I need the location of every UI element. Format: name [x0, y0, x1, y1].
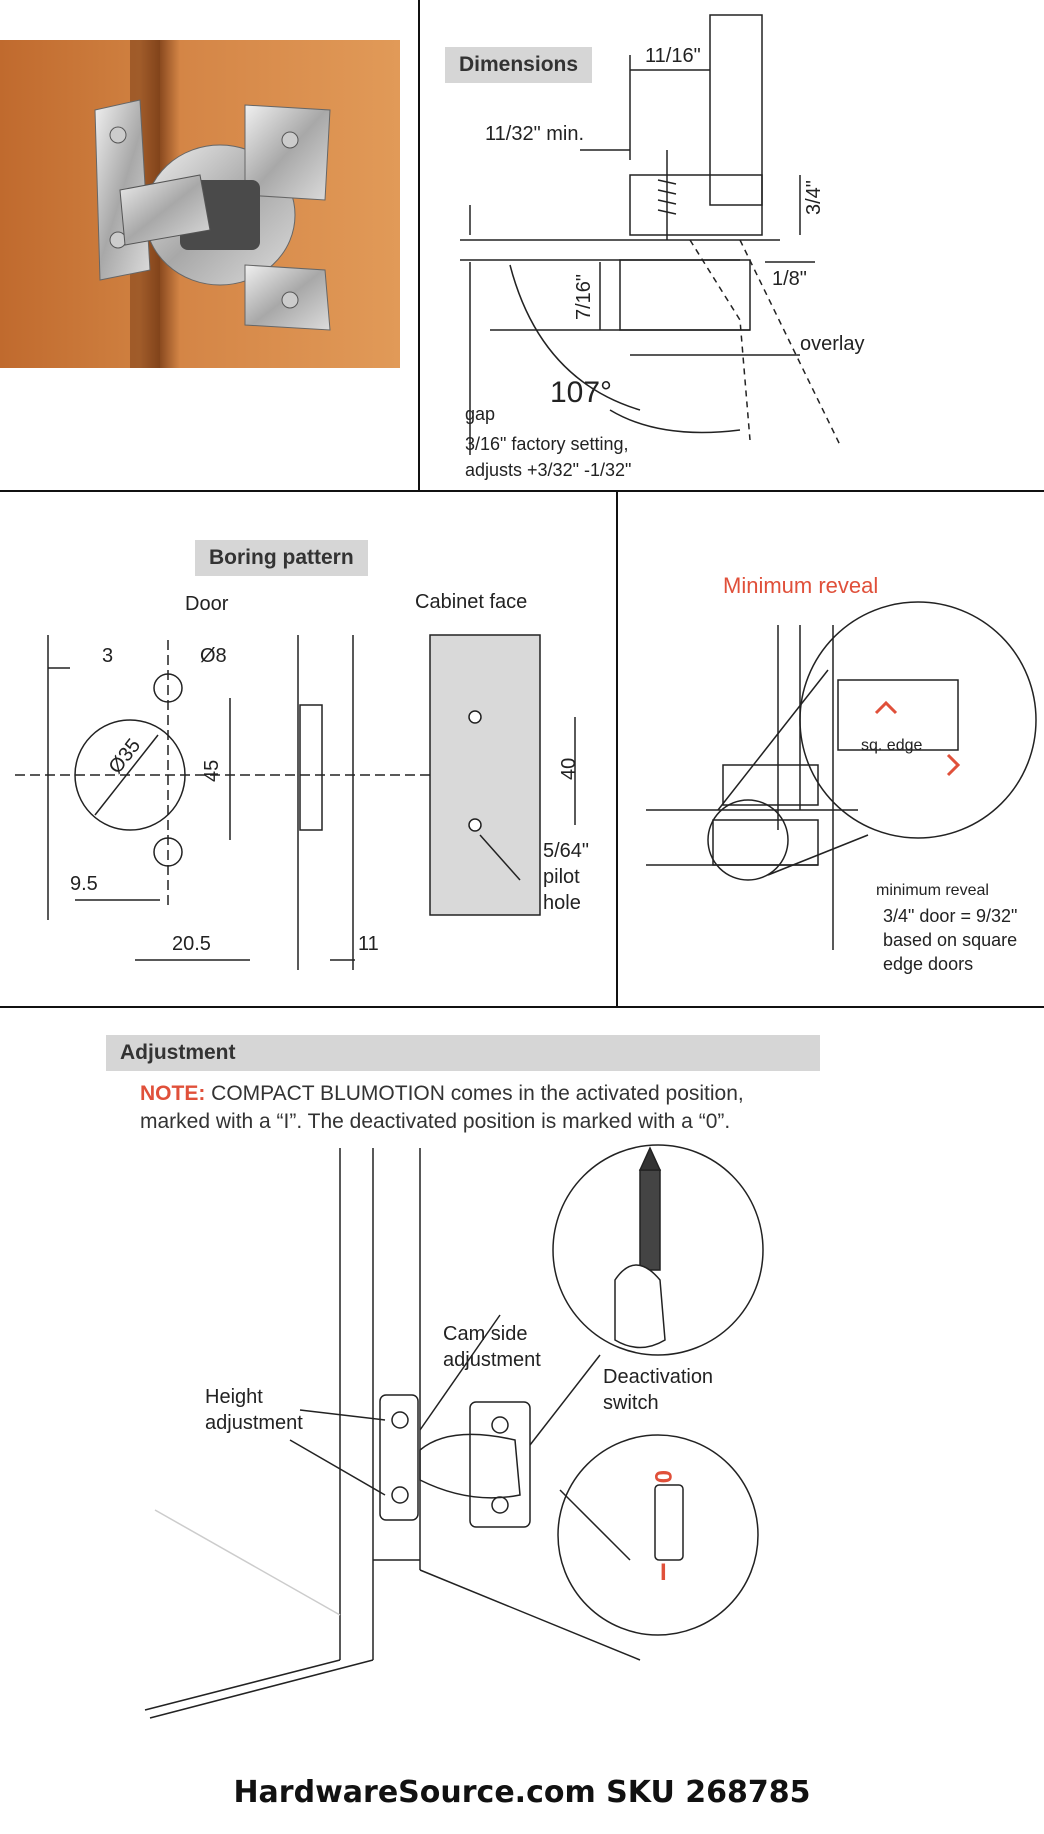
- gap-label: gap: [465, 404, 495, 424]
- dim-1-8: 1/8": [772, 268, 807, 290]
- reveal-title: Minimum reveal: [723, 573, 878, 598]
- note-prefix: NOTE:: [140, 1082, 206, 1105]
- deact-line1: Deactivation: [603, 1366, 713, 1388]
- footer-sku: HardwareSource.com SKU 268785: [233, 1775, 811, 1810]
- dim-angle: 107°: [550, 376, 612, 409]
- min-reveal-label: minimum reveal: [876, 882, 989, 899]
- adjustment-note: NOTE: COMPACT BLUMOTION comes in the act…: [140, 1080, 744, 1136]
- pilot-line2: pilot: [543, 866, 580, 888]
- deact-line2: switch: [603, 1392, 659, 1414]
- divider-top-vertical: [418, 0, 420, 490]
- dim-d35: Ø35: [105, 735, 146, 778]
- cabinet-label: Cabinet face: [415, 591, 527, 613]
- dim-7-16: 7/16": [573, 274, 595, 320]
- dim-3-4: 3/4": [803, 180, 825, 215]
- height-line1: Height: [205, 1386, 263, 1408]
- mark-one: I: [660, 1559, 667, 1586]
- dim-40: 40: [558, 758, 580, 780]
- adjustment-diagram: Cam side adjustment Height adjustment De…: [144, 1144, 764, 1719]
- door-label: Door: [185, 593, 229, 615]
- pilot-line1: 5/64": [543, 840, 589, 862]
- pilot-line3: hole: [543, 892, 581, 914]
- boring-diagram: Door Cabinet face 3 Ø8 Ø35 45 9.5 20.5 1…: [15, 591, 589, 970]
- dim-11-32: 11/32" min.: [485, 123, 584, 145]
- divider-mid-horizontal: [0, 1006, 1044, 1008]
- gap-line2: adjusts +3/32" -1/32": [465, 460, 631, 480]
- dimensions-title: Dimensions: [445, 47, 593, 83]
- hinge-photo: [0, 40, 400, 368]
- boring-title: Boring pattern: [195, 540, 368, 576]
- cam-line2: adjustment: [443, 1349, 541, 1371]
- dim-45: 45: [201, 760, 223, 782]
- note-text1: COMPACT BLUMOTION comes in the activated…: [205, 1082, 744, 1105]
- note-text2: marked with a “I”. The deactivated posit…: [140, 1110, 731, 1133]
- reveal-line1: 3/4" door = 9/32": [883, 906, 1017, 926]
- dim-11: 11: [358, 933, 379, 955]
- gap-line1: 3/16" factory setting,: [465, 434, 628, 454]
- reveal-diagram: Minimum reveal sq. edge minimum reveal 3…: [646, 573, 1037, 974]
- reveal-line2: based on square: [883, 930, 1017, 950]
- reveal-line3: edge doors: [883, 954, 973, 974]
- sq-edge-label: sq. edge: [861, 737, 922, 754]
- divider-mid-vertical: [616, 490, 618, 1006]
- divider-top-horizontal: [0, 490, 1044, 492]
- cam-line1: Cam side: [443, 1323, 527, 1345]
- mark-zero: 0: [649, 1470, 676, 1483]
- dim-9-5: 9.5: [70, 873, 98, 895]
- adjustment-title: Adjustment: [106, 1035, 820, 1071]
- height-line2: adjustment: [205, 1412, 303, 1434]
- dim-3: 3: [102, 645, 113, 667]
- dimensions-diagram: 11/16" 11/32" min. 3/4" 7/16" 1/8" overl…: [460, 14, 864, 480]
- dim-overlay: overlay: [800, 333, 864, 355]
- dim-20-5: 20.5: [172, 933, 211, 955]
- dim-11-16: 11/16": [645, 45, 701, 67]
- dim-d8: Ø8: [200, 645, 227, 667]
